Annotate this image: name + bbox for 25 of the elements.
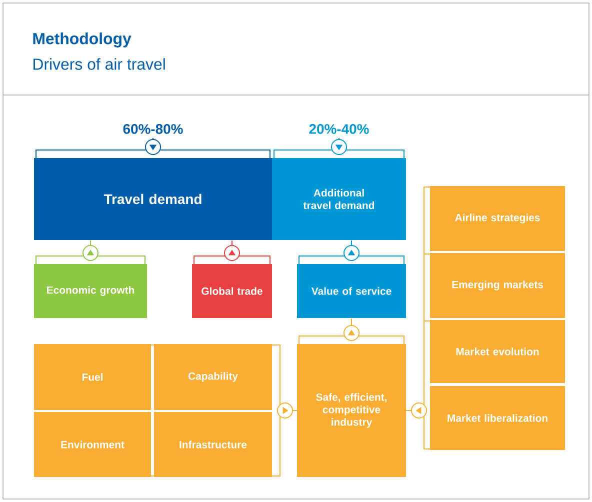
driver-box: Fuel (34, 344, 151, 410)
driver-box: Economic growth (34, 264, 147, 318)
bracket-arrow (298, 240, 404, 266)
driver-box: Safe, efficient, competitive industry (297, 344, 406, 477)
driver-box: Market liberalization (430, 386, 565, 450)
driver-box: Infrastructure (154, 412, 272, 477)
driver-box: Value of service (297, 264, 406, 318)
title: Methodology (33, 32, 132, 48)
driver-box: Capability (154, 344, 272, 410)
driver-box: Global trade (192, 264, 272, 318)
bracket-arrow (298, 318, 404, 346)
driver-box: Environment (34, 412, 151, 477)
bracket-arrow (36, 138, 270, 160)
driver-box: Airline strategies (430, 186, 565, 251)
bracket-arrow (274, 138, 404, 160)
subtitle: Drivers of air travel (34, 58, 165, 70)
bracket-arrow (36, 240, 146, 266)
driver-box: Additional travel demand (272, 158, 406, 240)
bracket-arrow (405, 186, 431, 450)
driver-box: Market evolution (430, 320, 565, 383)
bracket-arrow (194, 240, 270, 266)
driver-box: Emerging markets (430, 253, 565, 318)
driver-box: Travel demand (34, 158, 272, 240)
percentage-label: 20%-40% (309, 124, 369, 134)
percentage-label: 60%-80% (123, 124, 183, 134)
